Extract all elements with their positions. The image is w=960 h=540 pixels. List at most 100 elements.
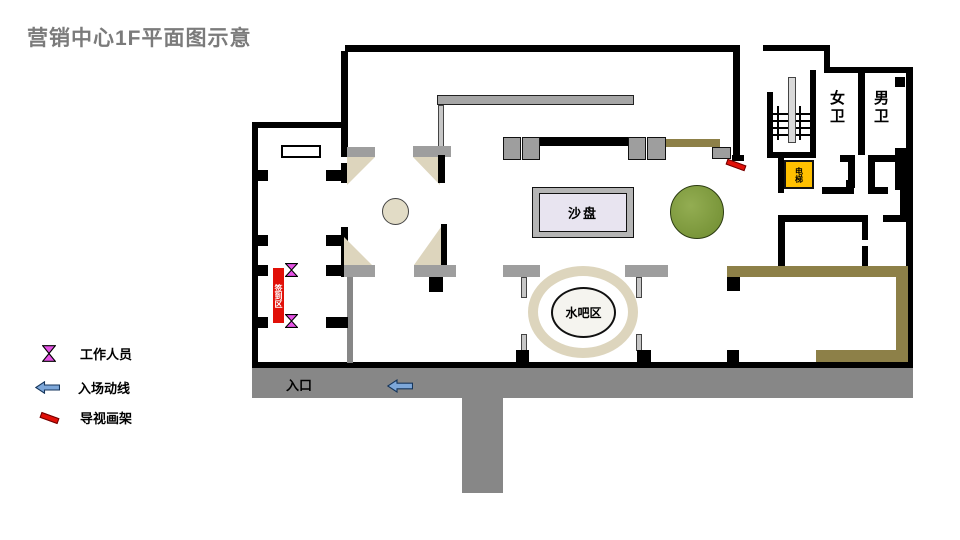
wall-stub: [252, 170, 268, 181]
column: [647, 137, 666, 160]
wall-segment: [862, 222, 868, 240]
wall-stub: [326, 170, 348, 181]
post: [636, 277, 642, 298]
column: [628, 137, 646, 160]
plant-circle: [670, 185, 724, 239]
entrance-path: [462, 398, 503, 493]
wall-segment: [840, 155, 855, 162]
wall-segment: [824, 67, 910, 73]
wall-segment: [895, 148, 906, 190]
wall-segment: [778, 215, 868, 222]
wall-stub: [252, 265, 268, 276]
wall-segment: [778, 157, 784, 193]
wall-stub: [895, 77, 905, 87]
wall-segment: [900, 180, 908, 218]
entrance-label: 入口: [286, 378, 313, 393]
entrance-walkway: [252, 368, 913, 398]
entrance-arrow-icon: [386, 378, 414, 398]
counter: [666, 139, 720, 147]
wall-segment: [438, 155, 445, 183]
wall-segment: [883, 215, 908, 222]
legend-item-easel: 导视画架: [36, 408, 132, 427]
beam-post: [438, 105, 444, 147]
column-cap: [503, 265, 540, 277]
corner-shade: [344, 237, 372, 265]
wall-segment: [778, 215, 785, 267]
wall-segment: [252, 122, 345, 128]
legend-label: 导视画架: [80, 411, 133, 426]
counter: [896, 277, 908, 362]
womens-restroom-label: 女卫: [828, 90, 845, 126]
counter: [816, 350, 896, 362]
corner-shade: [413, 157, 440, 185]
mens-restroom-label: 男卫: [872, 90, 889, 126]
elevator: 电梯: [784, 160, 814, 189]
wall-stub: [727, 277, 740, 291]
wall-stub: [732, 155, 744, 161]
column: [503, 137, 521, 160]
wall-segment: [822, 187, 848, 194]
legend-item-flow: 入场动线: [34, 378, 130, 397]
wall-segment: [341, 51, 348, 157]
sand-table: 沙盘: [539, 193, 627, 232]
post: [521, 334, 527, 351]
stair-tread: [777, 106, 779, 140]
wall-segment: [763, 45, 830, 51]
legend-item-staff: 工作人员: [36, 344, 132, 363]
post: [636, 334, 642, 351]
sign-in-label: 签到区: [274, 283, 283, 308]
elevator-label: 电梯: [794, 166, 804, 183]
wall-stub: [429, 277, 443, 292]
sand-table-label: 沙盘: [567, 206, 598, 221]
corner-shade: [347, 157, 375, 185]
water-bar-ring: [528, 266, 638, 358]
wall-segment: [810, 70, 816, 157]
wall-segment: [862, 246, 868, 267]
wall-stub: [326, 317, 348, 328]
wall-stub: [326, 235, 348, 246]
wall-segment: [868, 187, 888, 194]
wall-segment: [345, 45, 740, 52]
page-title: 营销中心1F平面图示意: [27, 27, 252, 50]
column: [522, 137, 540, 160]
wall-stub: [516, 350, 529, 363]
corner-shade: [414, 227, 441, 265]
display-wall: [540, 137, 628, 146]
staff-bowtie-icon: [36, 345, 62, 362]
ceiling-beam: [437, 95, 634, 105]
legend-label: 工作人员: [80, 347, 133, 362]
column-cap: [347, 147, 375, 157]
wall-stub: [326, 265, 348, 276]
column-cap: [414, 265, 456, 277]
wall-stub: [637, 350, 651, 363]
wall-stub: [252, 317, 268, 328]
staff-marker-icon: [284, 263, 299, 282]
wall-stub: [727, 350, 739, 363]
column-cap: [625, 265, 668, 277]
wall-segment: [858, 73, 865, 155]
reception-desk: [281, 145, 321, 158]
water-bar: 水吧区: [551, 287, 616, 338]
wall-segment: [868, 155, 875, 188]
column-cap: [344, 265, 375, 277]
flow-arrow-icon: [34, 381, 60, 394]
column-cap: [413, 146, 451, 157]
wall-stub: [252, 235, 268, 246]
wall-segment: [824, 45, 830, 73]
wall-segment: [347, 277, 353, 363]
wall-segment: [868, 155, 898, 162]
wall-segment: [906, 67, 913, 368]
staff-marker-icon: [284, 314, 299, 333]
stair-rail: [788, 77, 796, 143]
column: [712, 147, 731, 159]
wall-segment: [441, 224, 447, 270]
legend-label: 入场动线: [78, 381, 131, 396]
wall-segment: [252, 362, 913, 368]
sign-in-board: 签到区: [273, 268, 284, 323]
wall-segment: [733, 51, 740, 157]
round-column: [382, 198, 409, 225]
counter: [727, 266, 908, 277]
wall-segment: [848, 155, 855, 188]
easel-icon: [36, 409, 62, 426]
